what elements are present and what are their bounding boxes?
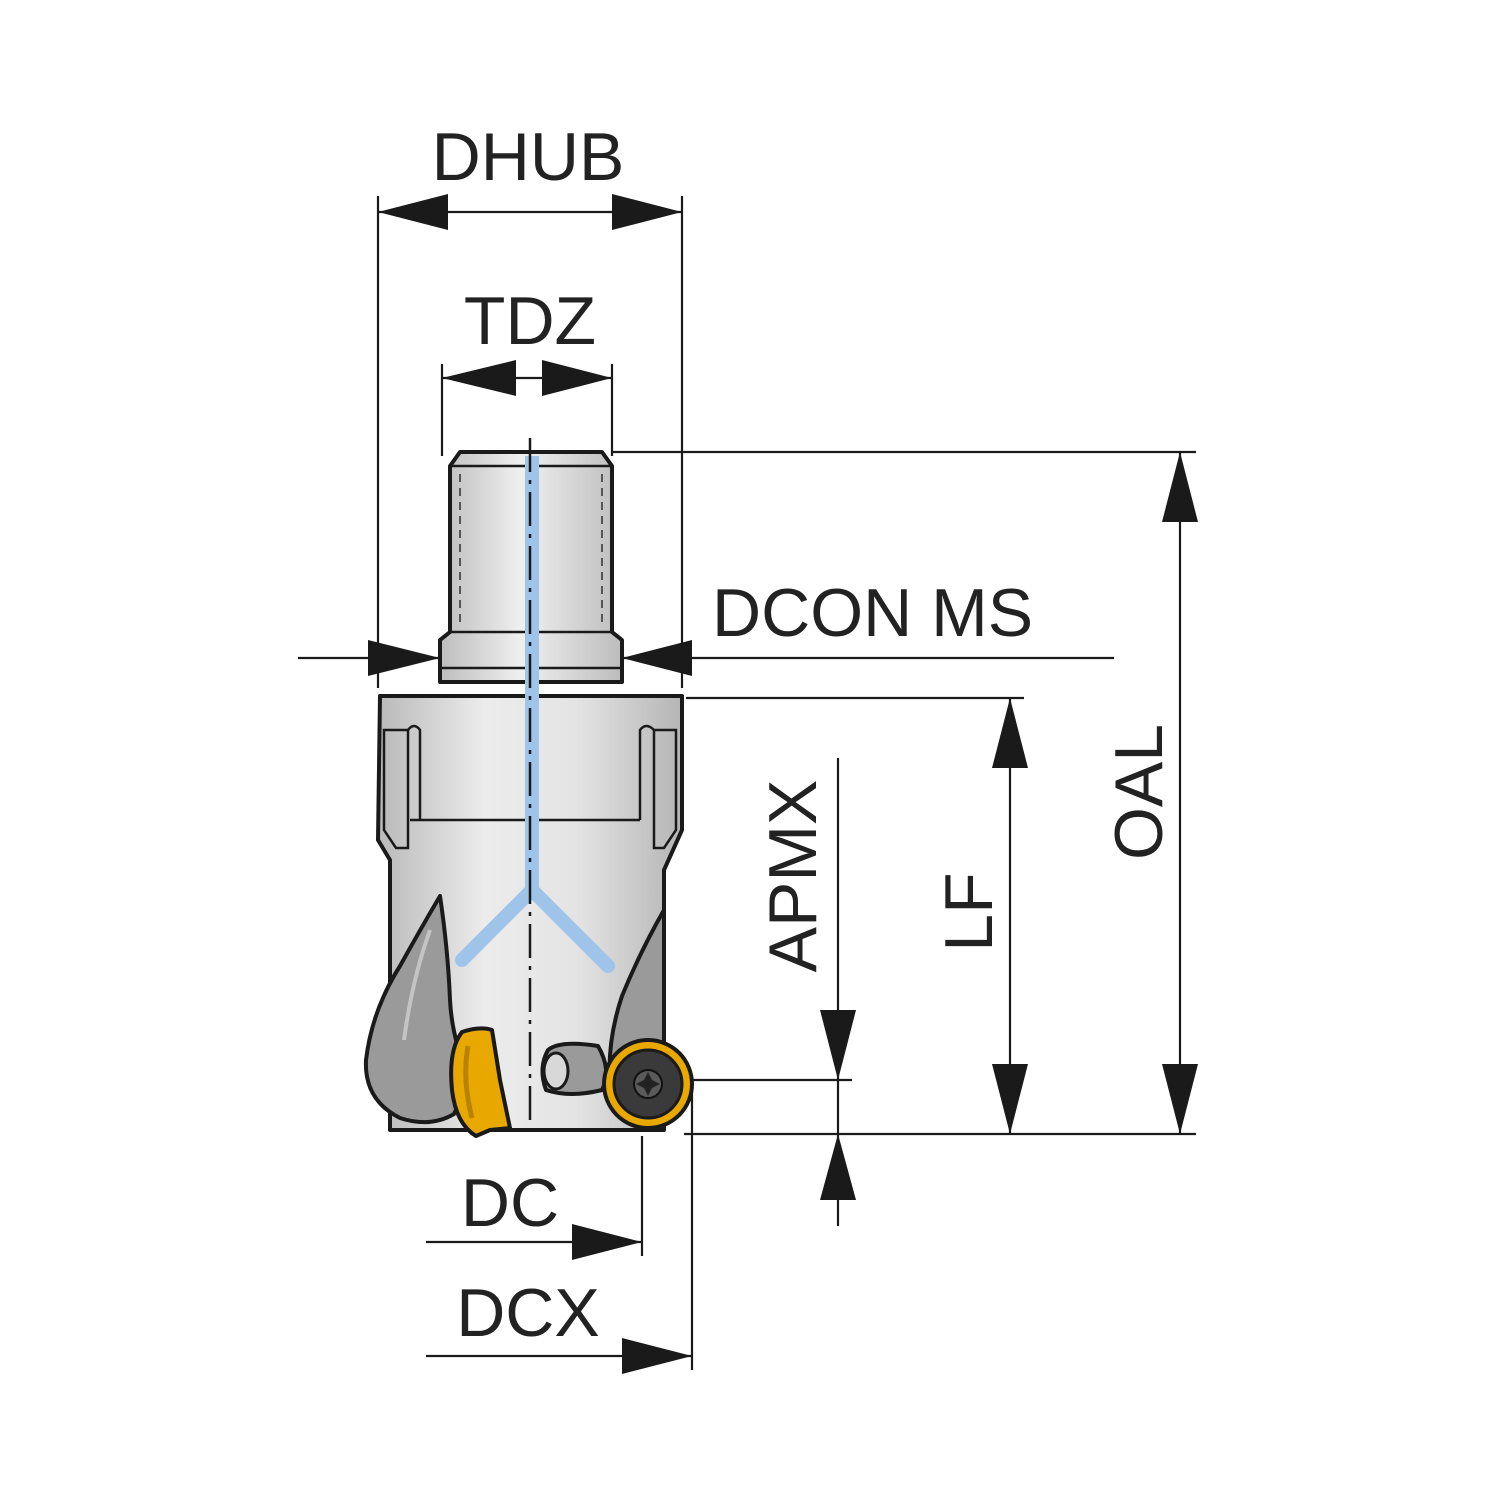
label-tdz: TDZ: [464, 283, 596, 359]
label-lf: LF: [931, 872, 1007, 951]
dimension-apmx: APMX: [692, 758, 856, 1226]
dimension-dc: DC: [426, 1136, 644, 1260]
label-dcx: DCX: [456, 1275, 600, 1351]
right-insert: [602, 1038, 694, 1130]
coolant-channels: [455, 456, 615, 973]
label-dc: DC: [461, 1165, 559, 1241]
label-dcon-ms: DCON MS: [712, 575, 1033, 651]
dimension-dhub: DHUB: [376, 119, 684, 688]
label-apmx: APMX: [755, 780, 831, 973]
dimension-dcon-ms: DCON MS: [298, 575, 1114, 676]
left-flute: [363, 894, 472, 1125]
dimension-lf: LF: [686, 696, 1028, 1134]
dimension-dcx: DCX: [426, 1086, 694, 1374]
torx-screw-icon: [633, 1069, 663, 1099]
dimension-tdz: TDZ: [440, 283, 614, 456]
clamp-wedge: [540, 1041, 609, 1096]
label-oal: OAL: [1101, 724, 1177, 860]
left-insert: [449, 1026, 512, 1138]
dimension-oal: OAL: [612, 450, 1198, 1136]
label-dhub: DHUB: [432, 119, 625, 195]
